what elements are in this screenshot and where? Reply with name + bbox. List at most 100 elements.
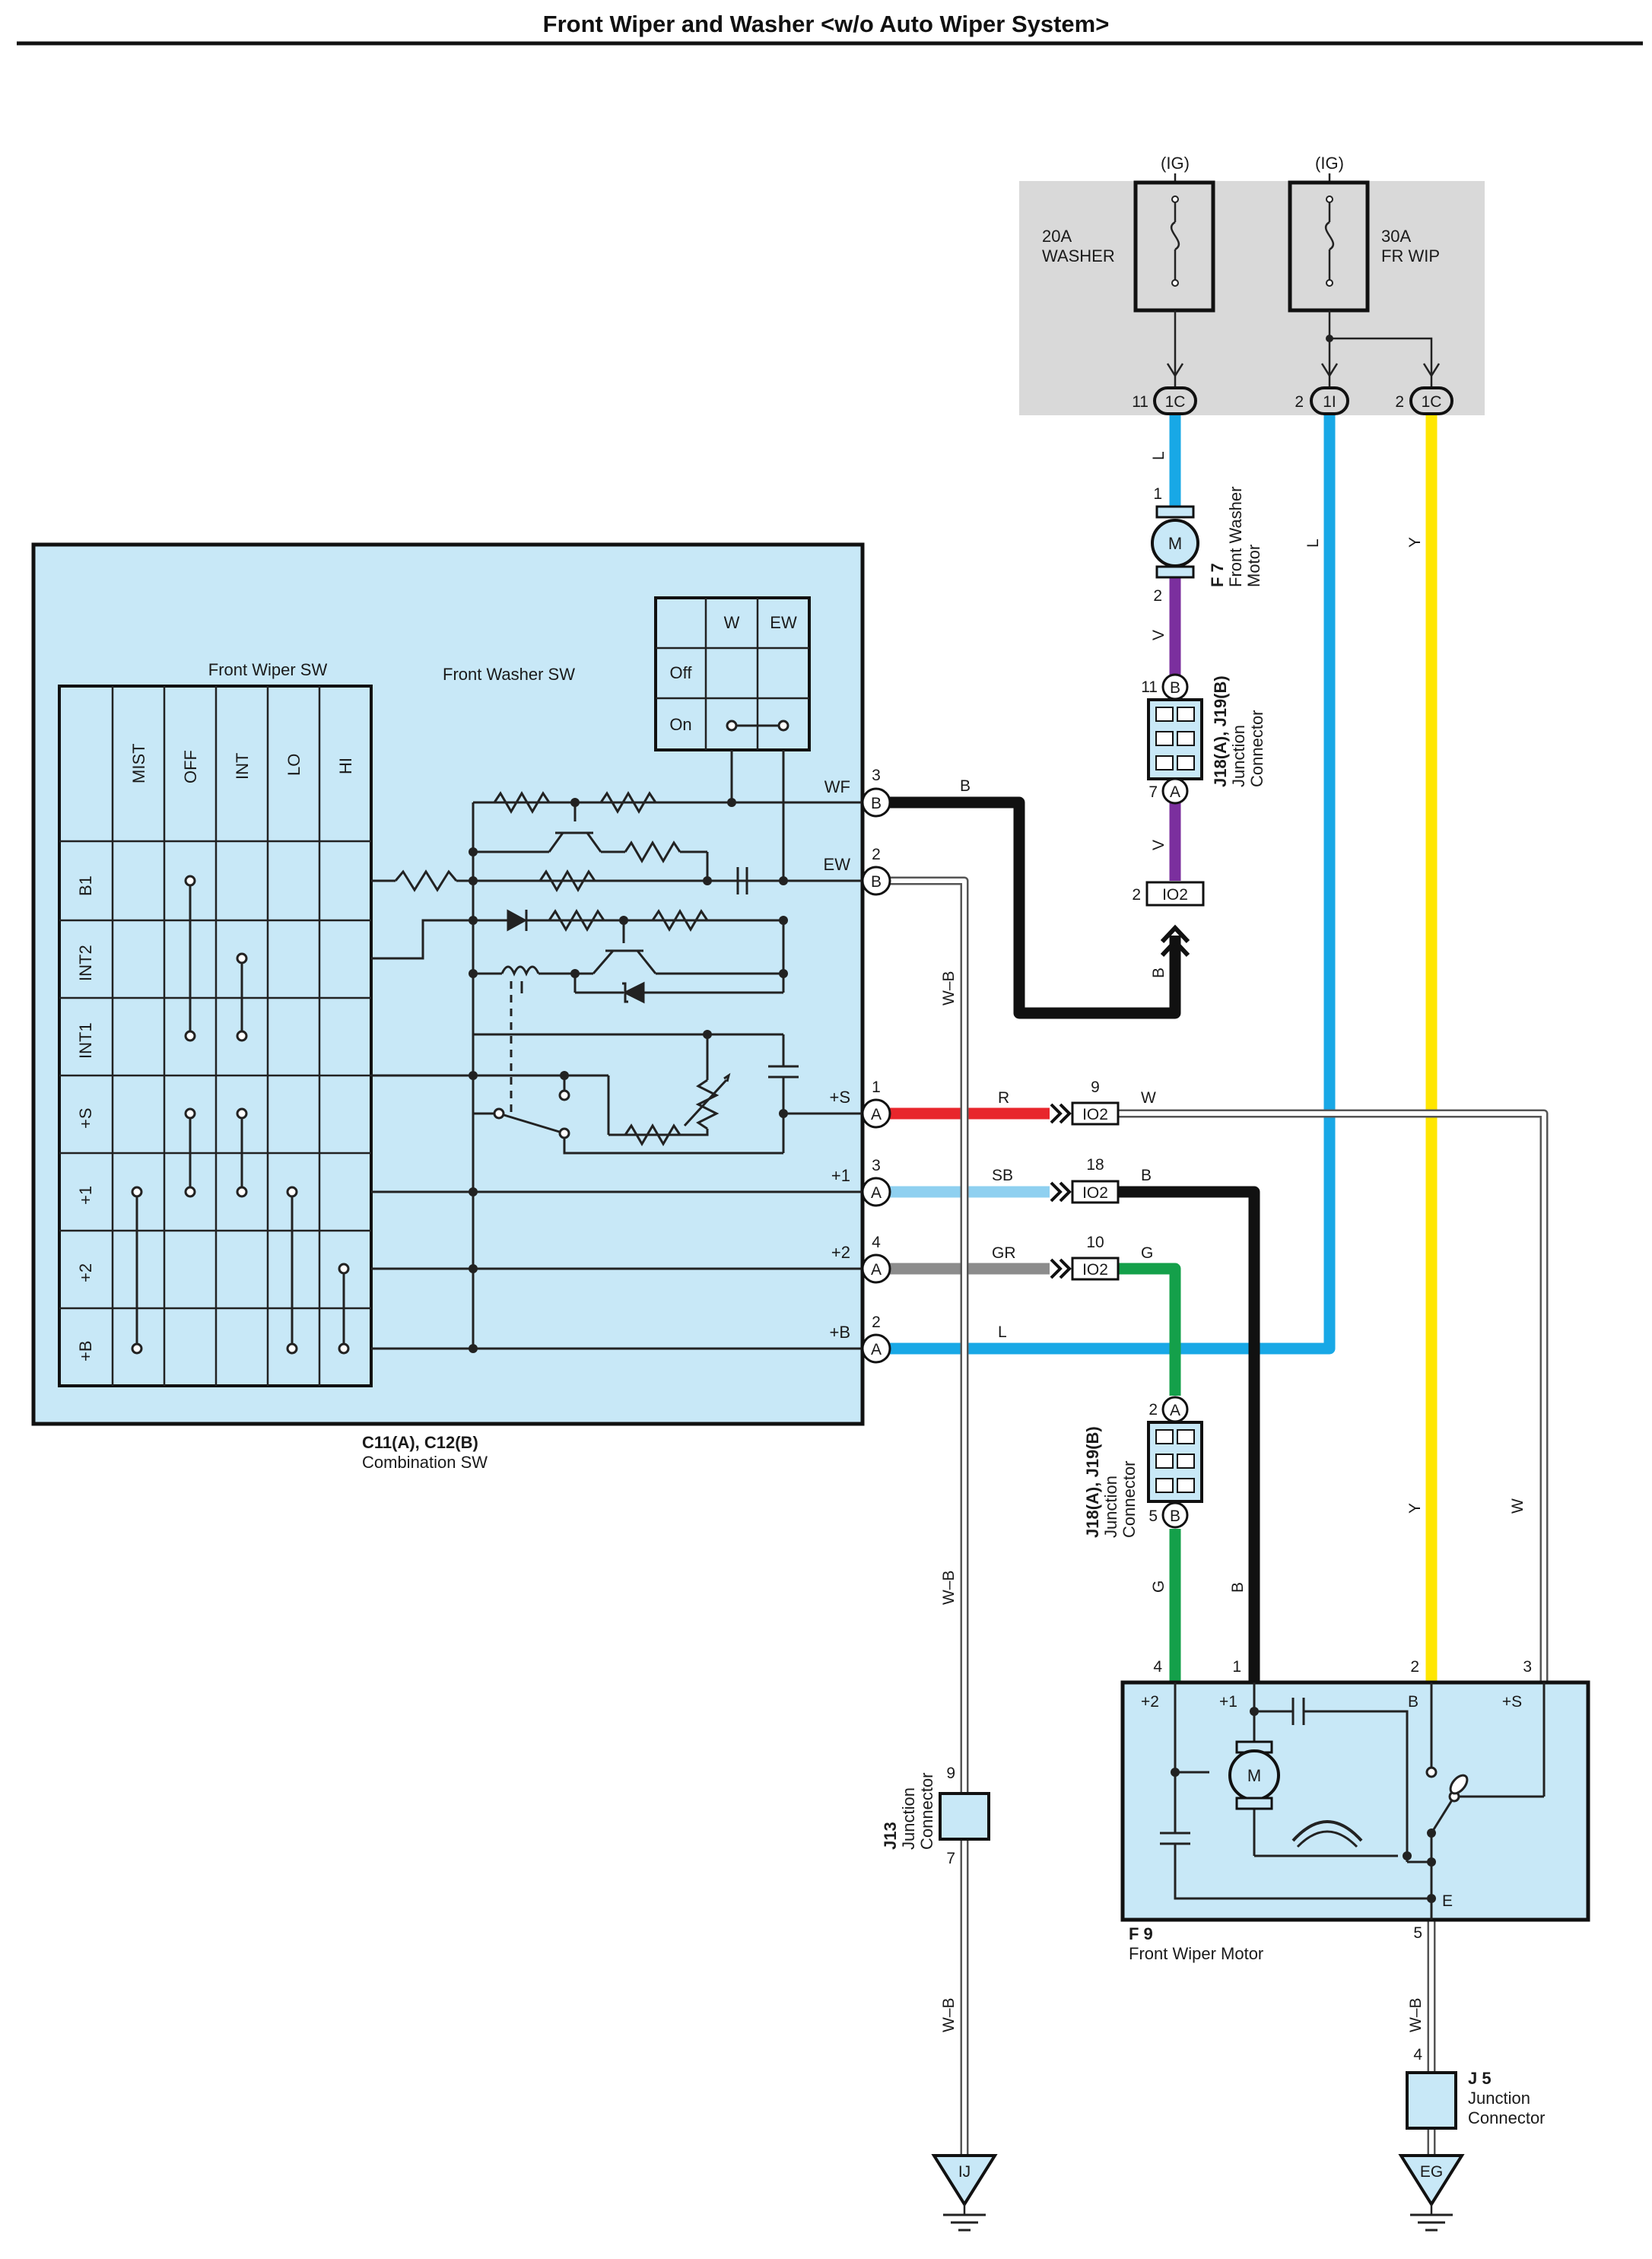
svg-text:J18(A), J19(B): J18(A), J19(B) bbox=[1083, 1426, 1102, 1538]
wire-label-wb3: W–B bbox=[940, 1997, 958, 2032]
svg-text:Connector: Connector bbox=[1247, 710, 1266, 787]
washer-motor-symbol: M bbox=[1168, 534, 1182, 553]
wire-label-g2: G bbox=[1150, 1581, 1168, 1593]
svg-text:A: A bbox=[1170, 783, 1180, 801]
ground-ij: IJ bbox=[931, 2154, 998, 2232]
j13-pin-top: 9 bbox=[946, 1765, 955, 1782]
wire-label-b2: B bbox=[1150, 967, 1168, 978]
col-mist: MIST bbox=[129, 743, 148, 783]
svg-text:A: A bbox=[871, 1341, 882, 1358]
wire-label-v2: V bbox=[1150, 840, 1168, 850]
io2-connector-1: IO2 18 bbox=[1050, 1156, 1120, 1204]
ground-ij-label: IJ bbox=[958, 2163, 971, 2181]
j13-label: J13 Junction Connector bbox=[881, 1772, 936, 1850]
terminal-plus-s: A +S 1 bbox=[829, 1079, 891, 1129]
svg-text:+2: +2 bbox=[831, 1243, 850, 1262]
wire-label-wb2: W–B bbox=[940, 1570, 958, 1605]
svg-text:J18(A), J19(B): J18(A), J19(B) bbox=[1211, 675, 1230, 787]
wiper-motor-ground-pin: 5 bbox=[1413, 1924, 1422, 1942]
svg-text:4: 4 bbox=[1153, 1658, 1162, 1676]
svg-text:2: 2 bbox=[1295, 393, 1304, 411]
svg-text:F 7: F 7 bbox=[1208, 563, 1227, 587]
j13-pin-bottom: 7 bbox=[946, 1850, 955, 1867]
svg-text:3: 3 bbox=[872, 767, 881, 784]
svg-text:IO2: IO2 bbox=[1162, 886, 1188, 904]
svg-text:Motor: Motor bbox=[1244, 545, 1263, 587]
combination-sw-internal-circuit bbox=[371, 750, 867, 1350]
svg-text:3: 3 bbox=[1523, 1658, 1532, 1676]
junction-mid-label: J18(A), J19(B) Junction Connector bbox=[1083, 1426, 1139, 1538]
svg-text:2: 2 bbox=[872, 846, 881, 863]
svg-text:+1: +1 bbox=[831, 1166, 850, 1185]
junction-mid-pin-bottom: 5 bbox=[1148, 1508, 1158, 1525]
junction-top: B A bbox=[1147, 673, 1203, 805]
svg-text:3: 3 bbox=[872, 1157, 881, 1174]
svg-text:1: 1 bbox=[1232, 1658, 1241, 1676]
svg-text:B: B bbox=[871, 795, 882, 812]
washer-motor-pin-top: 1 bbox=[1153, 485, 1162, 503]
fuse-washer-ig: (IG) bbox=[1161, 154, 1190, 173]
wire-wb bbox=[888, 878, 967, 1794]
washer-motor-label: F 7 Front Washer Motor bbox=[1208, 487, 1263, 587]
wire-label-b3: B bbox=[1229, 1582, 1247, 1593]
wire-label-wb1: W–B bbox=[940, 971, 958, 1006]
svg-text:18: 18 bbox=[1086, 1156, 1104, 1174]
wiper-motor-terminals: +2 +1 B +S 4 1 2 3 bbox=[1141, 1658, 1532, 1711]
fuse-frwip bbox=[1288, 180, 1441, 388]
wire-l-plusb bbox=[888, 402, 1336, 1355]
svg-text:Front Washer: Front Washer bbox=[1226, 487, 1245, 587]
svg-text:Junction: Junction bbox=[1101, 1476, 1120, 1538]
junction-top-pin-top: 11 bbox=[1141, 678, 1158, 696]
j5-code: J 5 bbox=[1468, 2069, 1492, 2088]
svg-text:A: A bbox=[871, 1106, 882, 1123]
j5-pin-top: 4 bbox=[1413, 2046, 1422, 2064]
svg-text:1C: 1C bbox=[1422, 393, 1442, 411]
junction-top-pin-bottom: 7 bbox=[1148, 783, 1158, 801]
row-plus-2: +2 bbox=[76, 1263, 95, 1282]
svg-text:B: B bbox=[1170, 1508, 1180, 1525]
wiper-motor-symbol: M bbox=[1247, 1766, 1261, 1785]
row-plus-b: +B bbox=[76, 1340, 95, 1361]
terminal-ew: B EW 2 bbox=[824, 846, 891, 896]
svg-text:Junction: Junction bbox=[899, 1787, 918, 1850]
svg-text:1I: 1I bbox=[1323, 393, 1336, 411]
wire-label-l1: L bbox=[1150, 451, 1168, 460]
svg-text:IO2: IO2 bbox=[1082, 1184, 1108, 1202]
fuse-washer bbox=[1133, 180, 1215, 388]
row-b1: B1 bbox=[76, 875, 95, 896]
wiper-motor bbox=[1120, 1680, 1590, 1922]
wiper-sw-title: Front Wiper SW bbox=[208, 660, 328, 679]
wire-label-b4: B bbox=[1141, 1167, 1152, 1184]
wiper-motor-ground-terminal: E bbox=[1442, 1892, 1453, 1910]
svg-text:+2: +2 bbox=[1141, 1693, 1159, 1711]
svg-text:Connector: Connector bbox=[917, 1772, 936, 1850]
svg-text:+S: +S bbox=[829, 1088, 850, 1107]
row-int2: INT2 bbox=[76, 945, 95, 981]
wire-label-gr: GR bbox=[992, 1244, 1016, 1262]
junction-j13 bbox=[939, 1792, 990, 1841]
combination-switch bbox=[31, 542, 865, 1426]
svg-text:4: 4 bbox=[872, 1234, 881, 1251]
washer-motor-pin-bottom: 2 bbox=[1153, 587, 1162, 605]
connector-1c-frwip: 1C 2 bbox=[1395, 386, 1453, 415]
washer-col-w: W bbox=[724, 613, 740, 632]
svg-text:Junction: Junction bbox=[1229, 725, 1248, 787]
svg-text:11: 11 bbox=[1132, 393, 1148, 411]
wire-label-l2: L bbox=[1304, 539, 1322, 548]
fuse-frwip-ig: (IG) bbox=[1315, 154, 1344, 173]
io2-connector-wf: IO2 2 bbox=[1132, 881, 1205, 907]
svg-text:IO2: IO2 bbox=[1082, 1261, 1108, 1279]
junction-j5 bbox=[1406, 2071, 1457, 2130]
ground-eg-label: EG bbox=[1420, 2163, 1443, 2181]
connector-1i: 1I 2 bbox=[1295, 386, 1349, 415]
j5-name-line1: Junction bbox=[1468, 2089, 1530, 2108]
combination-sw-code: C11(A), C12(B) bbox=[362, 1433, 478, 1452]
terminal-plus-b: A +B 2 bbox=[829, 1314, 891, 1364]
svg-text:Connector: Connector bbox=[1120, 1460, 1139, 1538]
wire-label-y1: Y bbox=[1406, 537, 1424, 548]
svg-text:+S: +S bbox=[1502, 1693, 1522, 1711]
svg-text:A: A bbox=[871, 1261, 882, 1279]
terminal-plus-2: A +2 4 bbox=[831, 1234, 891, 1284]
fuse-frwip-rating: 30A bbox=[1381, 227, 1411, 246]
